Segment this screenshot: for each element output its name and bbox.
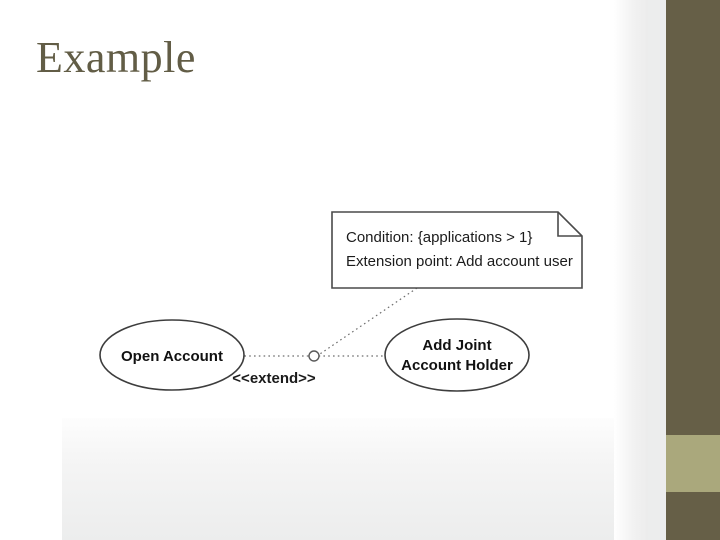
note-box-shape bbox=[331, 211, 583, 289]
page-title: Example bbox=[36, 33, 196, 82]
note-condition-line: Condition: {applications > 1} bbox=[346, 229, 532, 246]
extension-point-circle-icon bbox=[308, 350, 320, 362]
sidebar-bar-light-accent bbox=[666, 435, 720, 492]
note-fold-corner-icon bbox=[557, 212, 582, 237]
use-case-open-account-label: Open Account bbox=[121, 348, 223, 365]
image-right-fringe bbox=[614, 0, 648, 540]
note-anchor-line bbox=[316, 287, 418, 357]
image-bottom-fringe bbox=[62, 418, 648, 540]
extend-stereotype-label: <<extend>> bbox=[232, 370, 316, 387]
use-case-diagram: Condition: {applications > 1} Extension … bbox=[99, 211, 583, 392]
use-case-add-joint-account-holder[interactable] bbox=[384, 318, 530, 392]
use-case-add-joint-label-line2: Account Holder bbox=[401, 357, 513, 374]
use-case-open-account[interactable] bbox=[99, 319, 245, 391]
sidebar-gap-strip bbox=[648, 0, 666, 540]
note-extension-point-line: Extension point: Add account user bbox=[346, 253, 573, 270]
use-case-add-joint-label-line1: Add Joint bbox=[422, 337, 491, 354]
